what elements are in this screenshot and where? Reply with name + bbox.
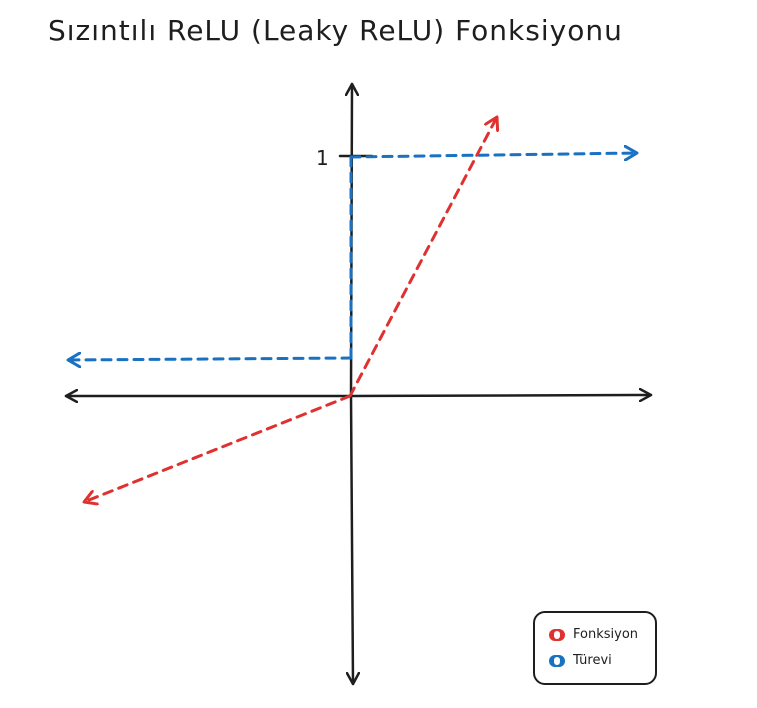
legend-item-derivative: Türevi xyxy=(549,653,612,668)
diagram-title: Sızıntılı ReLU (Leaky ReLU) Fonksiyonu xyxy=(48,14,623,47)
y-tick-label: 1 xyxy=(316,146,329,170)
legend-item-function: Fonksiyon xyxy=(549,627,638,642)
function-positive xyxy=(348,115,497,398)
legend-label-derivative: Türevi xyxy=(573,653,612,668)
y-axis-down xyxy=(351,394,353,686)
function-negative xyxy=(82,394,352,502)
legend-swatch-derivative xyxy=(549,654,565,667)
legend-swatch-function xyxy=(549,628,565,641)
x-axis-right xyxy=(349,395,653,396)
derivative-right xyxy=(349,153,639,157)
legend-label-function: Fonksiyon xyxy=(573,627,639,642)
derivative-left xyxy=(66,358,353,360)
legend: Fonksiyon Türevi xyxy=(533,611,657,685)
